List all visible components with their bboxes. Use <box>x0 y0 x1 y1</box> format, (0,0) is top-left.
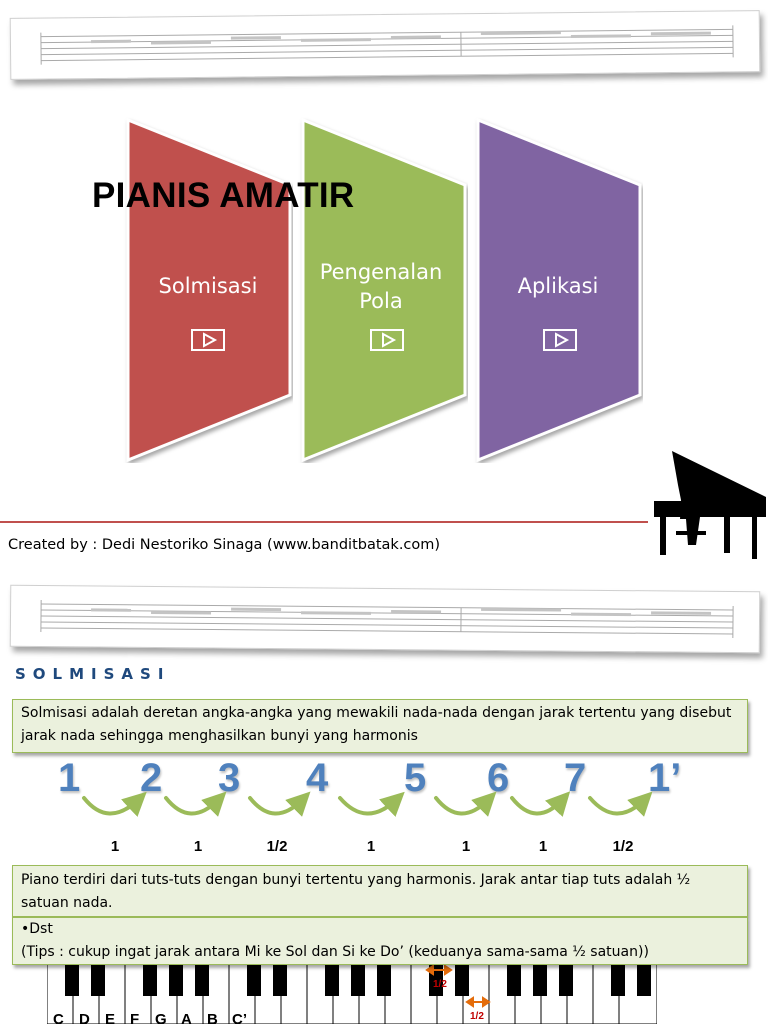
piano-info-text: Piano terdiri dari tuts-tuts dengan buny… <box>21 869 739 915</box>
key-letter: E <box>105 1011 115 1028</box>
interval-value: 1 <box>436 838 496 855</box>
key-letter: B <box>207 1011 218 1028</box>
menu-item-label: Solmisasi <box>123 272 293 301</box>
curved-arrow-icon <box>512 798 562 814</box>
menu-item-pengenalan-pola[interactable]: Pengenalan Pola <box>298 117 468 463</box>
music-staff-graphic <box>11 11 760 79</box>
definition-text: Solmisasi adalah deretan angka-angka yan… <box>21 702 739 748</box>
key-letter: D <box>79 1011 90 1028</box>
key-letter: C <box>53 1011 64 1028</box>
play-icon[interactable] <box>191 329 225 351</box>
interval-value: 1 <box>513 838 573 855</box>
interval-value: 1 <box>341 838 401 855</box>
interval-value: 1/2 <box>247 838 307 855</box>
curved-arrow-icon <box>84 798 138 814</box>
author-credit: Created by : Dedi Nestoriko Sinaga (www.… <box>8 537 440 553</box>
curved-arrow-icon <box>166 798 218 814</box>
menu-item-solmisasi[interactable]: Solmisasi <box>123 117 293 463</box>
grand-piano-silhouette-icon <box>652 445 768 561</box>
section-title: SOLMISASI <box>15 665 170 683</box>
tips-text: (Tips : cukup ingat jarak antara Mi ke S… <box>21 941 739 964</box>
menu-item-aplikasi[interactable]: Aplikasi <box>473 117 643 463</box>
menu-item-label: Aplikasi <box>473 272 643 301</box>
half-step-label: 1/2 <box>470 1011 484 1022</box>
half-step-label: 1/2 <box>433 979 447 990</box>
definition-box: Solmisasi adalah deretan angka-angka yan… <box>12 699 748 753</box>
play-icon[interactable] <box>370 329 404 351</box>
interval-arrows <box>0 790 768 830</box>
curved-arrow-icon <box>436 798 488 814</box>
tips-bullet: •Dst <box>21 918 739 941</box>
tips-box: •Dst (Tips : cukup ingat jarak antara Mi… <box>12 917 748 965</box>
key-letter: G <box>155 1011 167 1028</box>
interval-value: 1 <box>168 838 228 855</box>
key-letter: A <box>181 1011 192 1028</box>
page-title: PIANIS AMATIR <box>92 176 355 216</box>
music-staff-banner <box>10 10 761 80</box>
play-icon[interactable] <box>543 329 577 351</box>
music-staff-banner <box>10 585 761 654</box>
music-staff-graphic <box>11 586 759 653</box>
key-letter: F <box>130 1011 139 1028</box>
key-letter: C’ <box>232 1011 247 1028</box>
curved-arrow-icon <box>340 798 396 814</box>
menu-item-label: Pengenalan Pola <box>306 258 456 316</box>
interval-value: 1/2 <box>593 838 653 855</box>
curved-arrow-icon <box>250 798 302 814</box>
curved-arrow-icon <box>590 798 644 814</box>
piano-info-box: Piano terdiri dari tuts-tuts dengan buny… <box>12 865 748 917</box>
interval-value: 1 <box>85 838 145 855</box>
section-divider <box>0 521 648 523</box>
